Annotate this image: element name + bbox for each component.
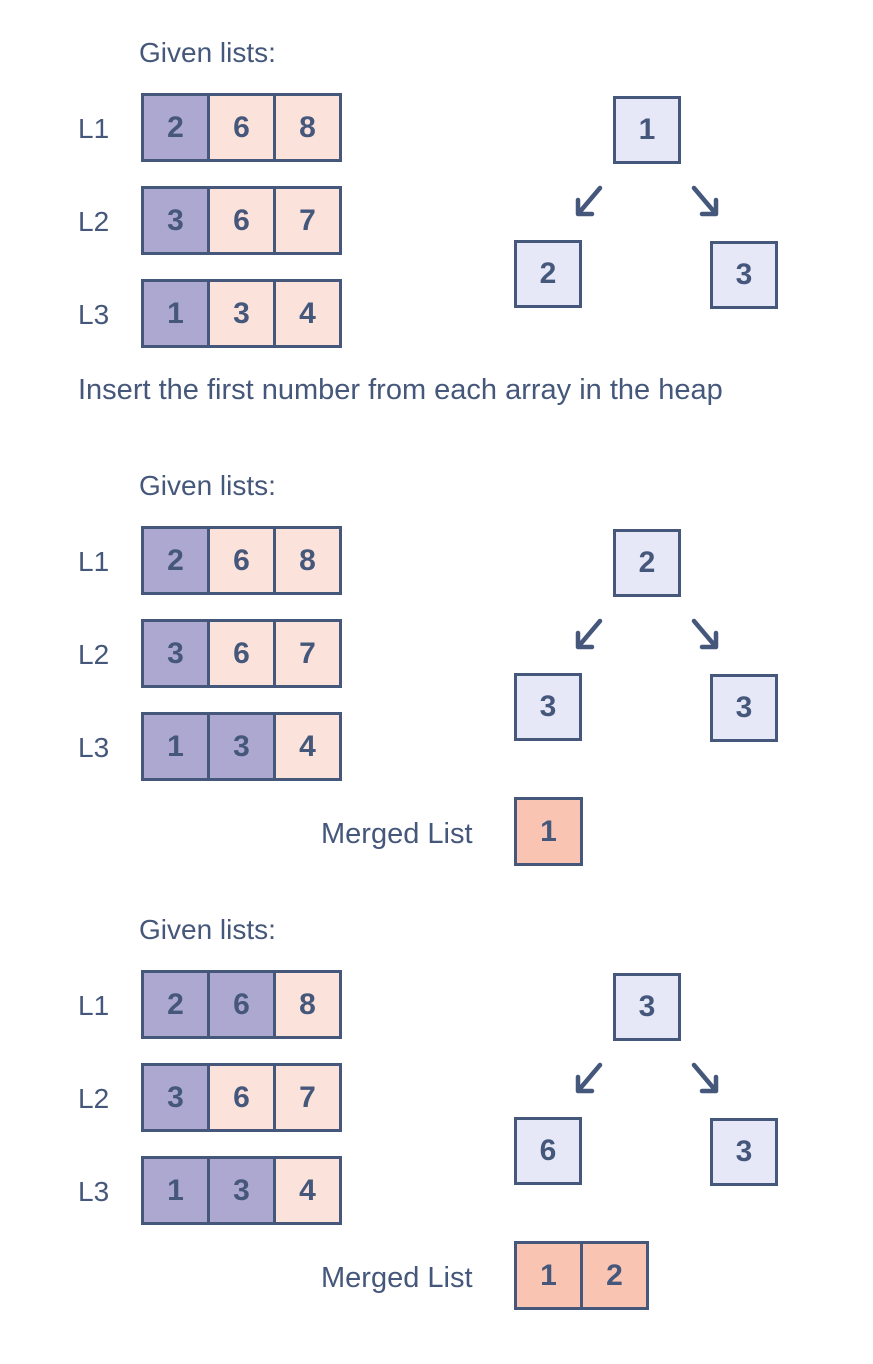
list-row-l2: 3 6 7 — [141, 186, 342, 255]
list-cell: 3 — [207, 1156, 276, 1225]
given-lists-title: Given lists: — [139, 470, 276, 501]
list-label-l2: L2 — [78, 1083, 110, 1114]
list-cell: 6 — [207, 1063, 276, 1132]
list-row-l3: 1 3 4 — [141, 1156, 342, 1225]
list-label-l1: L1 — [78, 546, 110, 577]
list-cell: 3 — [141, 186, 210, 255]
list-cell: 1 — [141, 712, 210, 781]
arrow-down-right-icon — [691, 618, 719, 650]
list-cell: 3 — [141, 619, 210, 688]
arrow-down-left-icon — [575, 185, 603, 217]
merged-list: 1 2 — [514, 1241, 649, 1310]
heap-left-node: 6 — [514, 1117, 582, 1185]
merged-cell: 1 — [514, 1241, 583, 1310]
arrow-down-right-icon — [691, 1062, 719, 1094]
heap-left-node: 3 — [514, 673, 582, 741]
heap-right-node: 3 — [710, 674, 778, 742]
list-row-l2: 3 6 7 — [141, 619, 342, 688]
list-cell: 8 — [273, 93, 342, 162]
list-cell: 2 — [141, 526, 210, 595]
list-cell: 1 — [141, 1156, 210, 1225]
merged-cell: 2 — [580, 1241, 649, 1310]
arrow-down-left-icon — [575, 618, 603, 650]
list-cell: 7 — [273, 1063, 342, 1132]
given-lists-title: Given lists: — [139, 37, 276, 68]
list-cell: 4 — [273, 1156, 342, 1225]
step-caption: Insert the first number from each array … — [78, 374, 723, 406]
heap-root-node: 2 — [613, 529, 681, 597]
list-label-l3: L3 — [78, 1176, 110, 1207]
list-row-l1: 2 6 8 — [141, 970, 342, 1039]
list-cell: 6 — [207, 186, 276, 255]
heap-right-node: 3 — [710, 1118, 778, 1186]
list-cell: 2 — [141, 970, 210, 1039]
merged-list-label: Merged List — [321, 1262, 473, 1294]
list-cell: 6 — [207, 526, 276, 595]
list-cell: 7 — [273, 186, 342, 255]
list-cell: 4 — [273, 712, 342, 781]
heap-root-node: 3 — [613, 973, 681, 1041]
list-row-l1: 2 6 8 — [141, 526, 342, 595]
list-label-l1: L1 — [78, 990, 110, 1021]
list-cell: 3 — [207, 712, 276, 781]
list-cell: 4 — [273, 279, 342, 348]
list-row-l3: 1 3 4 — [141, 712, 342, 781]
list-cell: 3 — [141, 1063, 210, 1132]
list-cell: 7 — [273, 619, 342, 688]
merged-cell: 1 — [514, 797, 583, 866]
arrow-down-left-icon — [575, 1062, 603, 1094]
list-cell: 2 — [141, 93, 210, 162]
list-cell: 6 — [207, 93, 276, 162]
list-label-l2: L2 — [78, 639, 110, 670]
list-label-l1: L1 — [78, 113, 110, 144]
list-cell: 8 — [273, 526, 342, 595]
heap-right-node: 3 — [710, 241, 778, 309]
heap-left-node: 2 — [514, 240, 582, 308]
list-row-l1: 2 6 8 — [141, 93, 342, 162]
list-label-l2: L2 — [78, 206, 110, 237]
merged-list: 1 — [514, 797, 583, 866]
list-cell: 6 — [207, 619, 276, 688]
list-cell: 6 — [207, 970, 276, 1039]
list-row-l3: 1 3 4 — [141, 279, 342, 348]
given-lists-title: Given lists: — [139, 914, 276, 945]
list-row-l2: 3 6 7 — [141, 1063, 342, 1132]
heap-root-node: 1 — [613, 96, 681, 164]
list-cell: 3 — [207, 279, 276, 348]
list-cell: 8 — [273, 970, 342, 1039]
arrow-down-right-icon — [691, 185, 719, 217]
list-cell: 1 — [141, 279, 210, 348]
list-label-l3: L3 — [78, 732, 110, 763]
list-label-l3: L3 — [78, 299, 110, 330]
merged-list-label: Merged List — [321, 818, 473, 850]
